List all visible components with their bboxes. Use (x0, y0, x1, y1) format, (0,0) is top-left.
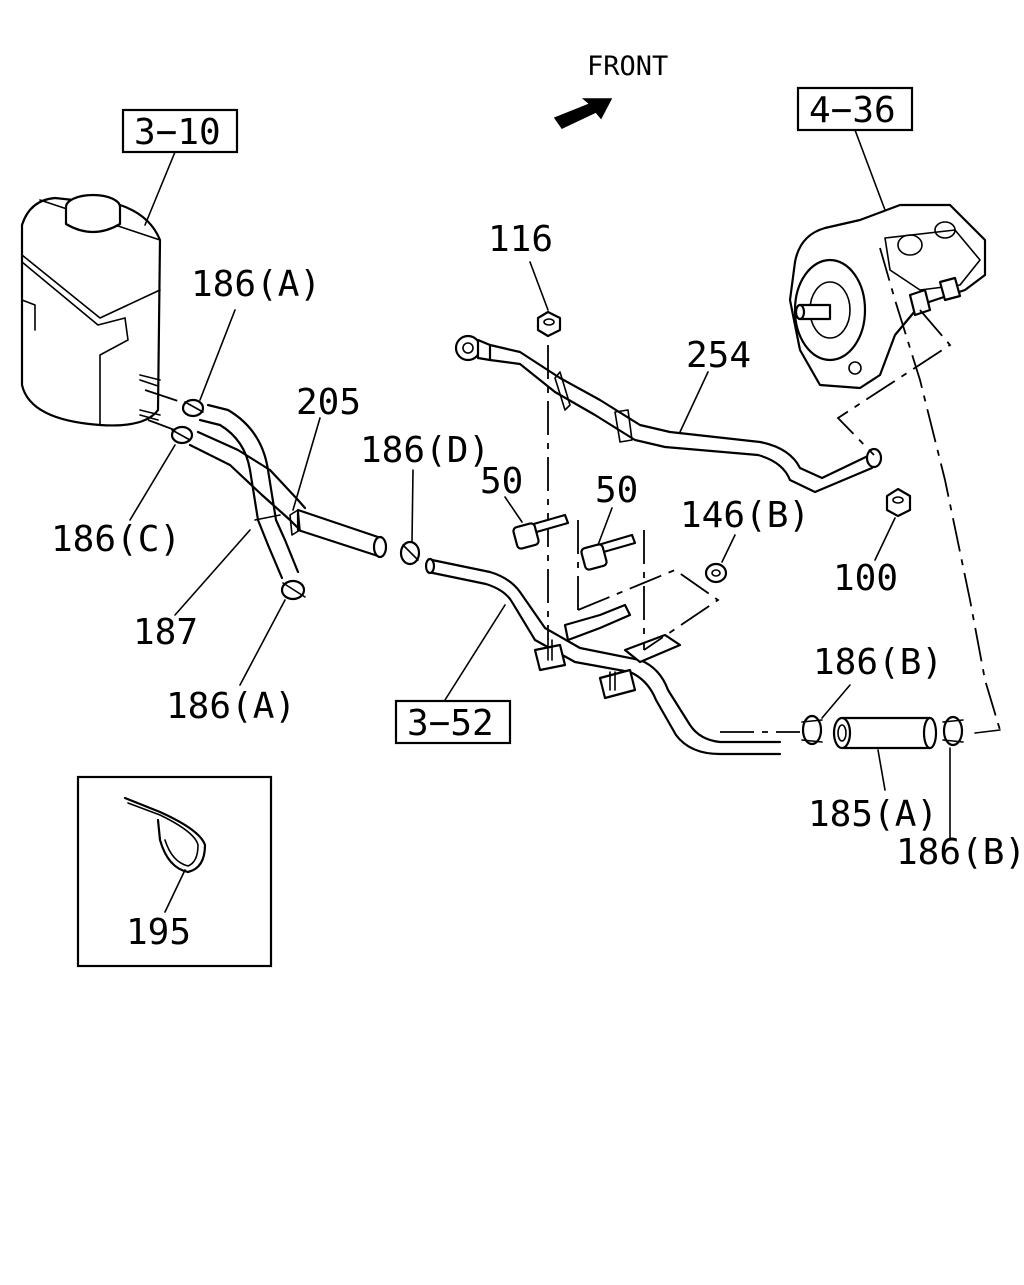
callout-186b-bottom: 186(B) (896, 832, 1024, 873)
svg-text:3−52: 3−52 (407, 703, 494, 744)
clamp-186c (170, 425, 194, 445)
bracket-left (533, 603, 632, 672)
callout-186d: 186(D) (360, 430, 490, 471)
svg-text:3−10: 3−10 (134, 112, 221, 153)
hose-185a (832, 716, 938, 750)
callout-186b-top: 186(B) (813, 642, 943, 683)
nut-116 (536, 310, 562, 338)
callout-187: 187 (133, 612, 198, 653)
callout-205: 205 (296, 382, 361, 423)
power-steering-pump (788, 203, 987, 390)
hose-187 (198, 403, 300, 580)
callout-50-right: 50 (595, 470, 638, 511)
leader-lines (129, 261, 951, 913)
callout-185a: 185(A) (808, 794, 938, 835)
bolt-50-right (580, 533, 637, 571)
pipe-254 (454, 334, 883, 494)
bolt-50-left (512, 513, 570, 550)
reference-box-3-52[interactable]: 3−52 (394, 699, 512, 745)
callout-146b: 146(B) (680, 495, 810, 536)
inset-box-195 (76, 775, 273, 968)
callout-186a-bottom: 186(A) (166, 686, 296, 727)
clamp-186a-top (181, 398, 205, 418)
reference-box-4-36[interactable]: 4−36 (796, 86, 914, 132)
reservoir-tank (20, 193, 162, 427)
clamp-186b-right (942, 715, 964, 747)
front-label: FRONT (587, 51, 668, 82)
hose-205 (188, 430, 388, 559)
callout-116: 116 (488, 219, 553, 260)
nut-146b (704, 562, 728, 584)
callout-100: 100 (833, 558, 898, 599)
clamp-186b-left (801, 714, 823, 746)
callout-186c: 186(C) (51, 519, 181, 560)
clamp-186d (399, 540, 421, 566)
callout-186a-top: 186(A) (191, 264, 321, 305)
svg-text:4−36: 4−36 (809, 90, 896, 131)
callout-254: 254 (686, 335, 751, 376)
clamp-186a-bottom (280, 579, 306, 601)
callout-50-left: 50 (480, 461, 523, 502)
bracket-right (598, 633, 682, 700)
callout-195: 195 (126, 912, 191, 953)
pipe-3-52 (424, 557, 800, 756)
reference-box-3-10[interactable]: 3−10 (121, 108, 239, 154)
front-arrow-icon (553, 98, 613, 129)
nut-100 (885, 487, 912, 518)
